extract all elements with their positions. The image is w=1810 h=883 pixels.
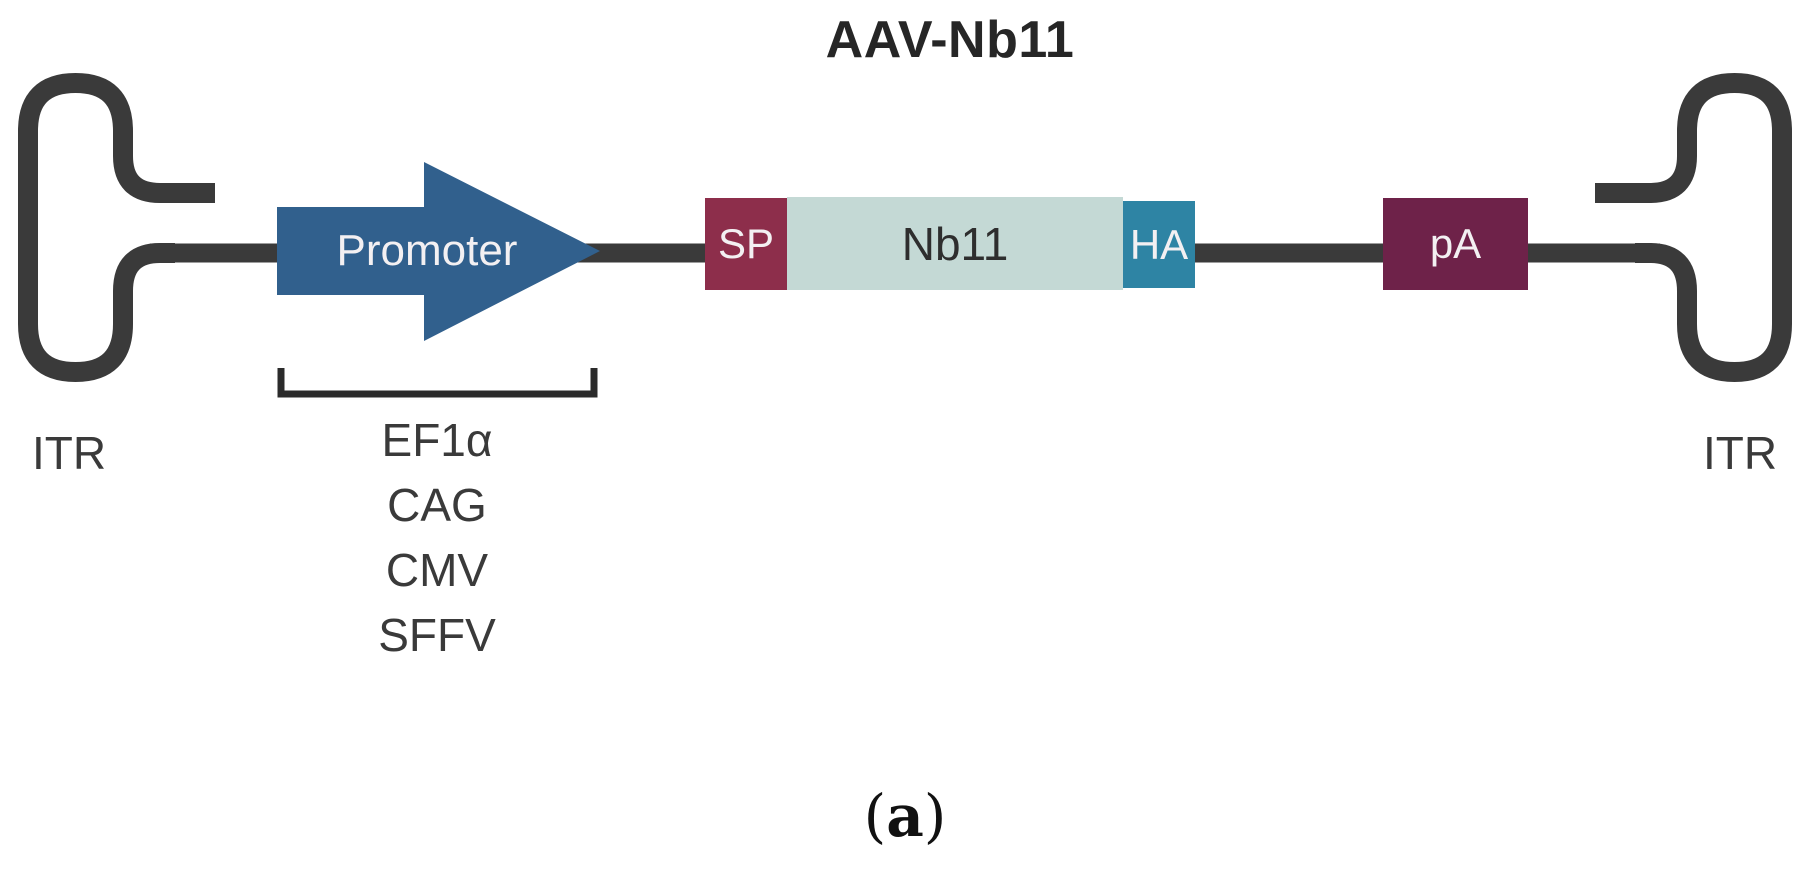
caption-open-paren: ( <box>863 782 887 850</box>
left-itr-hairpin-icon <box>18 72 215 383</box>
promoter-arrow-label: Promoter <box>336 226 518 275</box>
promoter-option-ef1a: EF1α <box>381 414 493 466</box>
sp-box-label: SP <box>717 220 775 267</box>
promoter-option-cag: CAG <box>387 479 487 531</box>
promoter-options-list: EF1α CAG CMV SFFV <box>287 408 587 668</box>
caption-close-paren: ) <box>923 782 947 850</box>
ha-tag-label: HA <box>1129 220 1189 268</box>
promoter-option-cmv: CMV <box>385 544 489 596</box>
caption-letter: a <box>886 782 924 850</box>
pa-box: pA <box>1383 198 1528 290</box>
left-itr-label: ITR <box>31 427 107 479</box>
promoter-arrow-shape <box>277 162 600 341</box>
nb11-gene-label: Nb11 <box>901 217 1009 270</box>
sp-box: SP <box>705 198 787 290</box>
promoter-bracket <box>277 368 598 398</box>
pa-box-label: pA <box>1429 220 1482 267</box>
subfigure-caption: (a) <box>755 782 1055 850</box>
right-itr-label: ITR <box>1702 427 1778 479</box>
right-itr-hairpin-icon <box>1595 72 1792 383</box>
figure-title: AAV-Nb11 <box>825 11 1075 69</box>
nb11-gene-box: Nb11 <box>787 197 1123 290</box>
ha-tag-box: HA <box>1123 201 1195 288</box>
promoter-option-sffv: SFFV <box>378 609 496 661</box>
